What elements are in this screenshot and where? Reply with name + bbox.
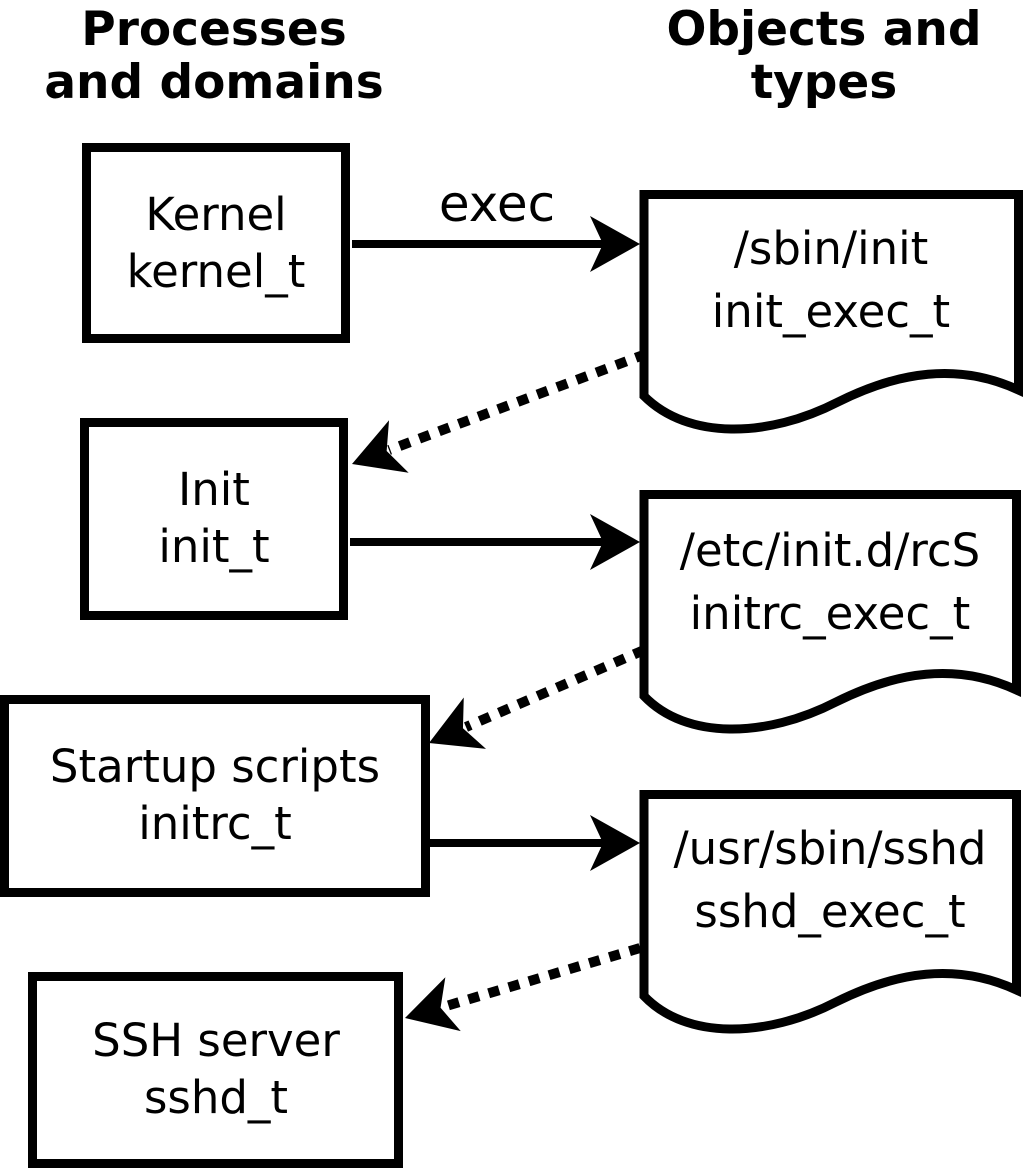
process-domain-type: sshd_t (144, 1071, 288, 1124)
edge-exec-label: exec (439, 175, 555, 233)
document-shape (639, 790, 1021, 1034)
arrowhead-icon (405, 977, 461, 1032)
arrowhead-icon (590, 815, 640, 871)
process-name: Kernel (145, 188, 286, 241)
object-node-usr-sbin-sshd: /usr/sbin/sshd sshd_exec_t (639, 790, 1021, 1034)
column-header-left: Processes and domains (44, 2, 383, 110)
document-shape (639, 190, 1023, 434)
arrowhead-icon (590, 514, 640, 570)
process-box (0, 695, 430, 897)
edge-line (441, 943, 642, 1012)
process-box (28, 972, 403, 1168)
process-name: Init (178, 463, 250, 516)
edge-initrc-exec-to-initrc (429, 645, 646, 749)
process-domain-type: kernel_t (127, 245, 306, 298)
left-header-line2: and domains (44, 55, 383, 110)
object-path: /sbin/init (734, 222, 929, 275)
edge-initrc-to-sshd-exec (428, 815, 640, 871)
arrowhead-icon (590, 216, 640, 272)
process-node-ssh-server: SSH server sshd_t (28, 972, 403, 1168)
process-node-init: Init init_t (80, 418, 348, 620)
object-node-sbin-init: /sbin/init init_exec_t (639, 190, 1023, 434)
process-box (82, 143, 350, 343)
edge-sshd-exec-to-sshd (405, 943, 642, 1032)
column-header-right: Objects and types (666, 2, 981, 110)
process-name: SSH server (92, 1014, 340, 1067)
left-header-line1: Processes (81, 2, 346, 57)
process-domain-type: initrc_t (138, 797, 292, 850)
process-name: Startup scripts (50, 740, 380, 793)
right-header-line1: Objects and (666, 2, 981, 57)
arrowhead-icon (429, 697, 487, 749)
object-type: init_exec_t (712, 285, 950, 338)
document-shape (639, 490, 1021, 734)
process-node-startup-scripts: Startup scripts initrc_t (0, 695, 430, 897)
right-header-line2: types (751, 55, 898, 110)
object-path: /etc/init.d/rcS (680, 524, 980, 577)
edge-init-exec-to-init (352, 349, 648, 473)
edge-line (464, 645, 646, 732)
object-type: sshd_exec_t (694, 885, 965, 938)
edge-kernel-to-init-exec: exec (352, 175, 640, 272)
object-path: /usr/sbin/sshd (674, 822, 987, 875)
object-node-etc-initd-rcs: /etc/init.d/rcS initrc_exec_t (639, 490, 1021, 734)
edge-line (387, 349, 648, 455)
process-node-kernel: Kernel kernel_t (82, 143, 350, 343)
object-type: initrc_exec_t (690, 587, 971, 640)
process-box (80, 418, 348, 620)
arrowhead-icon (352, 420, 409, 473)
edge-init-to-initrc-exec (350, 514, 640, 570)
process-domain-type: init_t (158, 520, 269, 573)
